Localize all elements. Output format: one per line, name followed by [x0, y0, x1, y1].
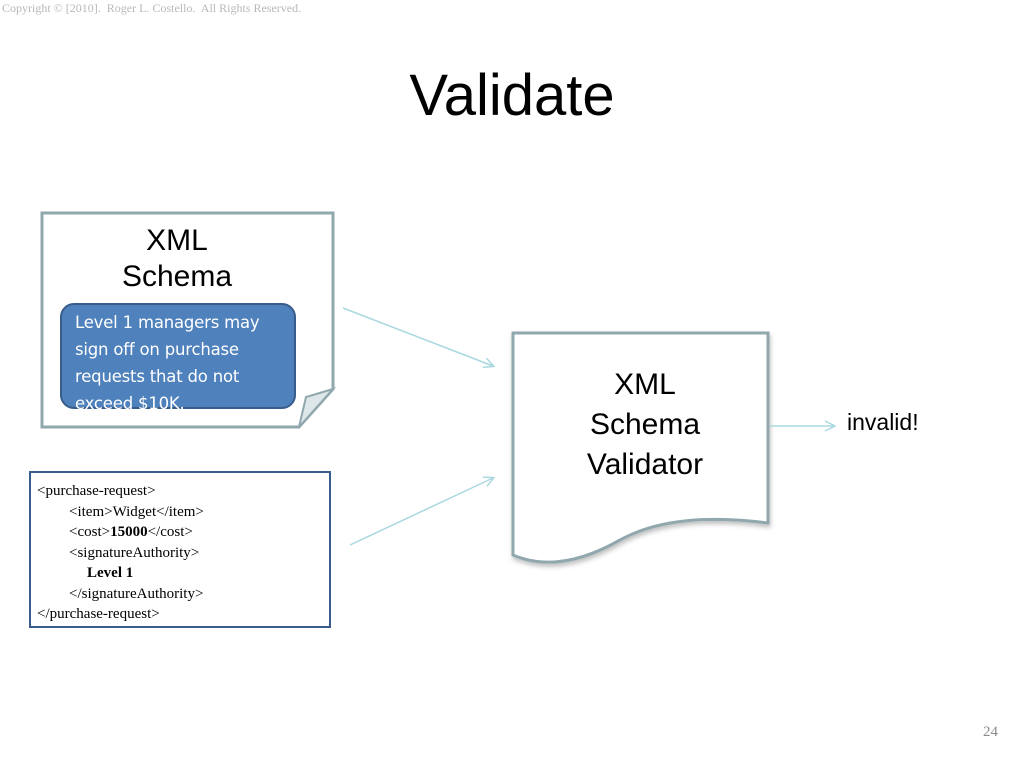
- arrow-instance-to-validator: [349, 478, 493, 546]
- business-rule-note: Level 1 managers may sign off on purchas…: [60, 303, 296, 413]
- xml-line: <cost>15000</cost>: [69, 524, 193, 540]
- schema-title-line1: XML: [146, 224, 208, 257]
- arrow-schema-to-validator: [342, 307, 493, 366]
- schema-document-title: XML Schema: [92, 223, 262, 295]
- xml-line: </purchase-request>: [37, 606, 160, 622]
- xml-instance-document: <purchase-request> <item>Widget</item> <…: [29, 471, 331, 628]
- validator-title-line1: XML: [614, 368, 676, 401]
- slide-title: Validate: [409, 63, 615, 128]
- xml-line: Level 1: [37, 563, 323, 584]
- copyright-notice: Copyright © [2010]. Roger L. Costello. A…: [2, 1, 302, 15]
- signature-level-value: Level 1: [87, 565, 134, 581]
- xml-line: <purchase-request>: [37, 483, 156, 499]
- validator-document-shape: [511, 331, 770, 564]
- validator-title-line2: Schema: [589, 408, 701, 441]
- xml-line: </signatureAuthority>: [69, 585, 204, 602]
- validator-title-line3: Validator: [586, 448, 704, 481]
- xml-line: <signatureAuthority>: [69, 544, 200, 561]
- xml-line: <item>Widget</item>: [69, 503, 204, 520]
- schema-title-line2: Schema: [121, 260, 233, 293]
- cost-value: 15000: [110, 524, 148, 540]
- validator-title: XML Schema Validator: [560, 365, 730, 485]
- validation-result: invalid!: [847, 409, 919, 435]
- page-number: 24: [983, 724, 998, 740]
- schema-document-fold: [298, 387, 337, 428]
